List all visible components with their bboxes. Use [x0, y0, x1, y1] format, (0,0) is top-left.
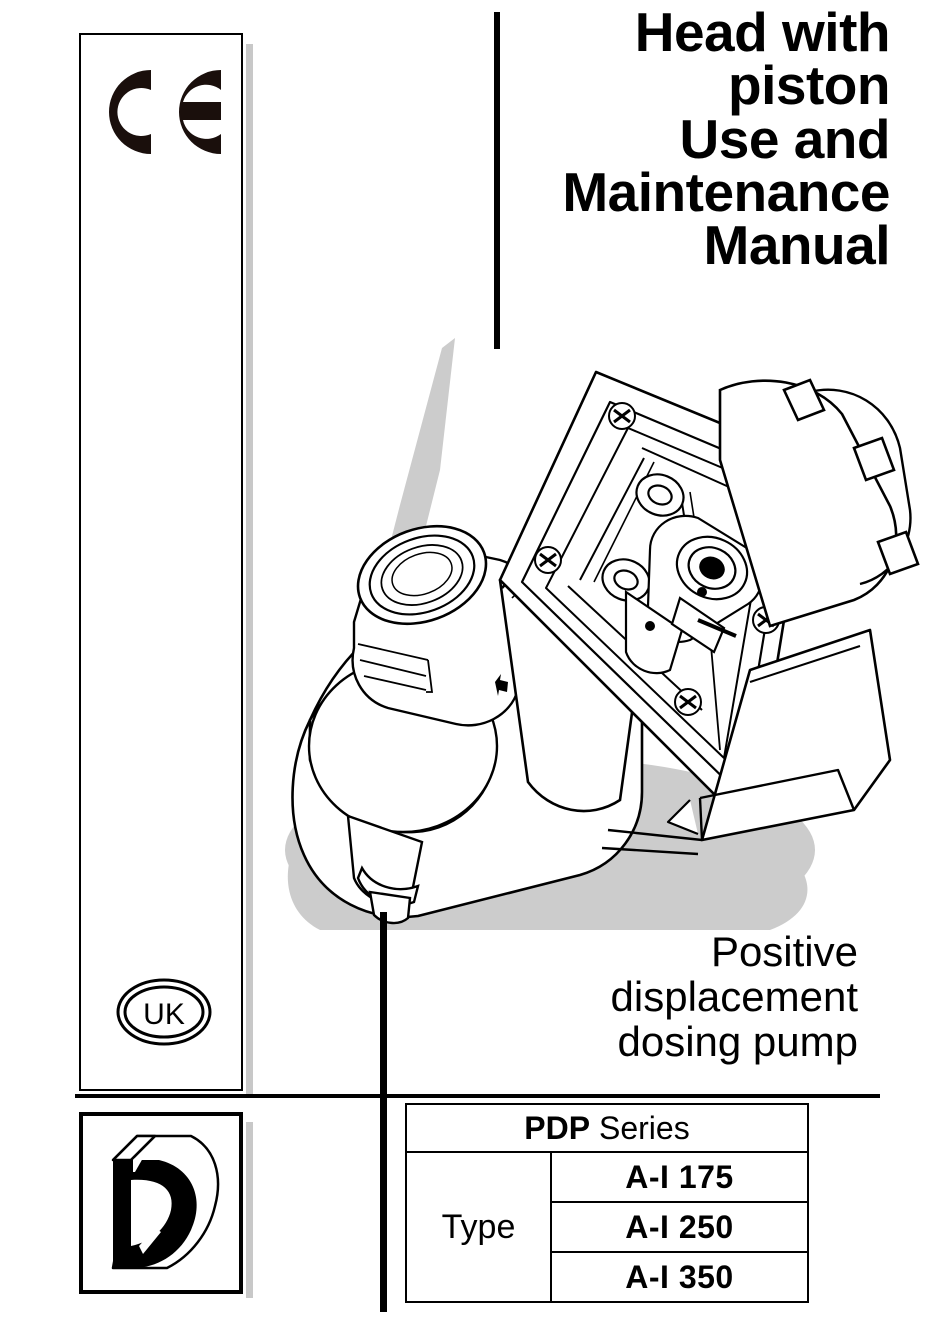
series-header-cell: PDP Series [405, 1103, 809, 1153]
pump-mounting-bracket [601, 628, 892, 856]
ce-mark-icon [109, 70, 221, 154]
certification-column: UK [79, 33, 243, 1091]
uk-mark-icon: UK [116, 978, 212, 1046]
product-spec-table: PDP Series Type A-I 175 A-I 250 A-I 350 [405, 1103, 809, 1303]
table-row-header: PDP Series [405, 1103, 809, 1153]
vertical-leader-line [380, 912, 387, 1312]
table-row: A-I 350 [406, 1251, 809, 1303]
page-subtitle: Positive displacement dosing pump [450, 928, 859, 1065]
cert-column-drop-shadow [246, 44, 253, 1094]
title-line-2: piston [728, 54, 890, 117]
pump-bottom-outlet [346, 814, 424, 925]
subtitle-line-3: dosing pump [617, 1017, 859, 1065]
page-title: Head with piston Use and Maintenance Man… [500, 1, 891, 277]
series-word: Series [598, 1109, 690, 1146]
series-name: PDP [524, 1109, 591, 1146]
logo-box-drop-shadow [246, 1122, 253, 1298]
pump-motor-drum [718, 378, 920, 628]
company-logo-icon [111, 1134, 220, 1270]
title-line-4: Maintenance [562, 161, 890, 224]
pump-inlet-port [351, 524, 537, 727]
type-label-cell: Type [405, 1151, 552, 1303]
subtitle-line-1: Positive [710, 928, 858, 975]
flow-arrow-icon [495, 674, 508, 696]
model-cell-1: A-I 175 [550, 1151, 809, 1203]
pump-internal-mechanism [601, 473, 764, 675]
table-row: A-I 250 [406, 1201, 809, 1253]
uk-mark-label: UK [143, 998, 185, 1031]
title-vertical-rule [494, 12, 500, 349]
subtitle-line-2: displacement [610, 972, 858, 1020]
company-logo-box [79, 1112, 243, 1294]
model-cell-3: A-I 350 [550, 1251, 809, 1303]
title-line-1: Head with [634, 1, 891, 63]
title-line-3: Use and [679, 107, 891, 170]
horizontal-divider-rule [75, 1094, 880, 1098]
table-row: Type A-I 175 [405, 1151, 809, 1303]
pump-head-illustration [285, 338, 920, 930]
title-line-5: Manual [703, 214, 891, 277]
model-cell-2: A-I 250 [550, 1201, 809, 1253]
